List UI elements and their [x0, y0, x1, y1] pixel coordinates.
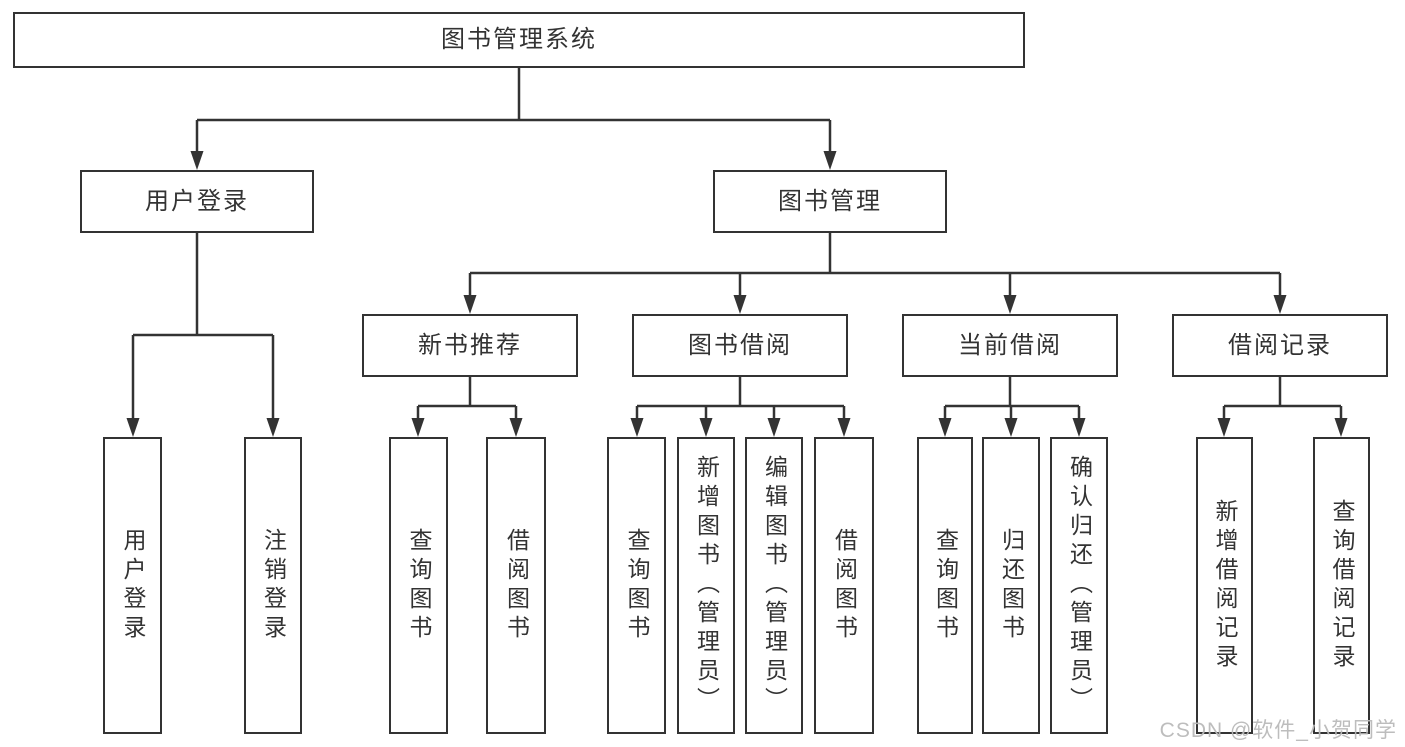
node-label: 查询图书 [932, 527, 959, 644]
node-book-management-branch: 图书管理 [713, 170, 947, 233]
node-label: 注销登录 [260, 527, 287, 644]
node-new-book-recommend: 新书推荐 [362, 314, 578, 377]
node-label: 确认归还（管理员） [1066, 455, 1093, 716]
node-label: 当前借阅 [958, 331, 1062, 359]
node-label: 借阅图书 [831, 527, 858, 644]
node-user-login-branch: 用户登录 [80, 170, 314, 233]
node-leaf-user-login: 用户登录 [103, 437, 162, 734]
node-label: 查询借阅记录 [1329, 498, 1355, 673]
node-label: 借阅图书 [503, 527, 530, 644]
node-label: 新增借阅记录 [1212, 498, 1238, 673]
node-current-borrowing: 当前借阅 [902, 314, 1118, 377]
node-label: 编辑图书（管理员） [761, 455, 788, 716]
node-leaf-query-borrow-record: 查询借阅记录 [1313, 437, 1370, 734]
node-leaf-query-book-current: 查询图书 [917, 437, 973, 734]
node-label: 图书借阅 [688, 331, 792, 359]
node-label: 用户登录 [145, 187, 249, 215]
node-label: 图书管理系统 [441, 26, 597, 53]
node-label: 查询图书 [624, 527, 650, 644]
node-leaf-borrow-book: 借阅图书 [814, 437, 874, 734]
node-label: 新增图书（管理员） [693, 455, 720, 716]
node-library-management-system: 图书管理系统 [13, 12, 1025, 68]
node-label: 查询图书 [406, 527, 432, 644]
node-leaf-query-book-recommend: 查询图书 [389, 437, 448, 734]
node-leaf-add-book-admin: 新增图书（管理员） [677, 437, 735, 734]
node-borrowing-records: 借阅记录 [1172, 314, 1388, 377]
node-leaf-query-book-borrowing: 查询图书 [607, 437, 666, 734]
node-book-borrowing: 图书借阅 [632, 314, 848, 377]
node-leaf-return-book: 归还图书 [982, 437, 1040, 734]
node-leaf-edit-book-admin: 编辑图书（管理员） [745, 437, 803, 734]
node-label: 新书推荐 [418, 331, 522, 359]
node-label: 图书管理 [778, 187, 882, 215]
node-leaf-add-borrow-record: 新增借阅记录 [1196, 437, 1253, 734]
node-leaf-borrow-book-recommend: 借阅图书 [486, 437, 546, 734]
csdn-watermark: CSDN @软件_小贺同学 [1159, 719, 1397, 742]
node-leaf-confirm-return-admin: 确认归还（管理员） [1050, 437, 1108, 734]
node-label: 归还图书 [998, 527, 1025, 644]
node-leaf-logout: 注销登录 [244, 437, 302, 734]
node-label: 用户登录 [120, 527, 146, 644]
node-label: 借阅记录 [1228, 331, 1332, 359]
